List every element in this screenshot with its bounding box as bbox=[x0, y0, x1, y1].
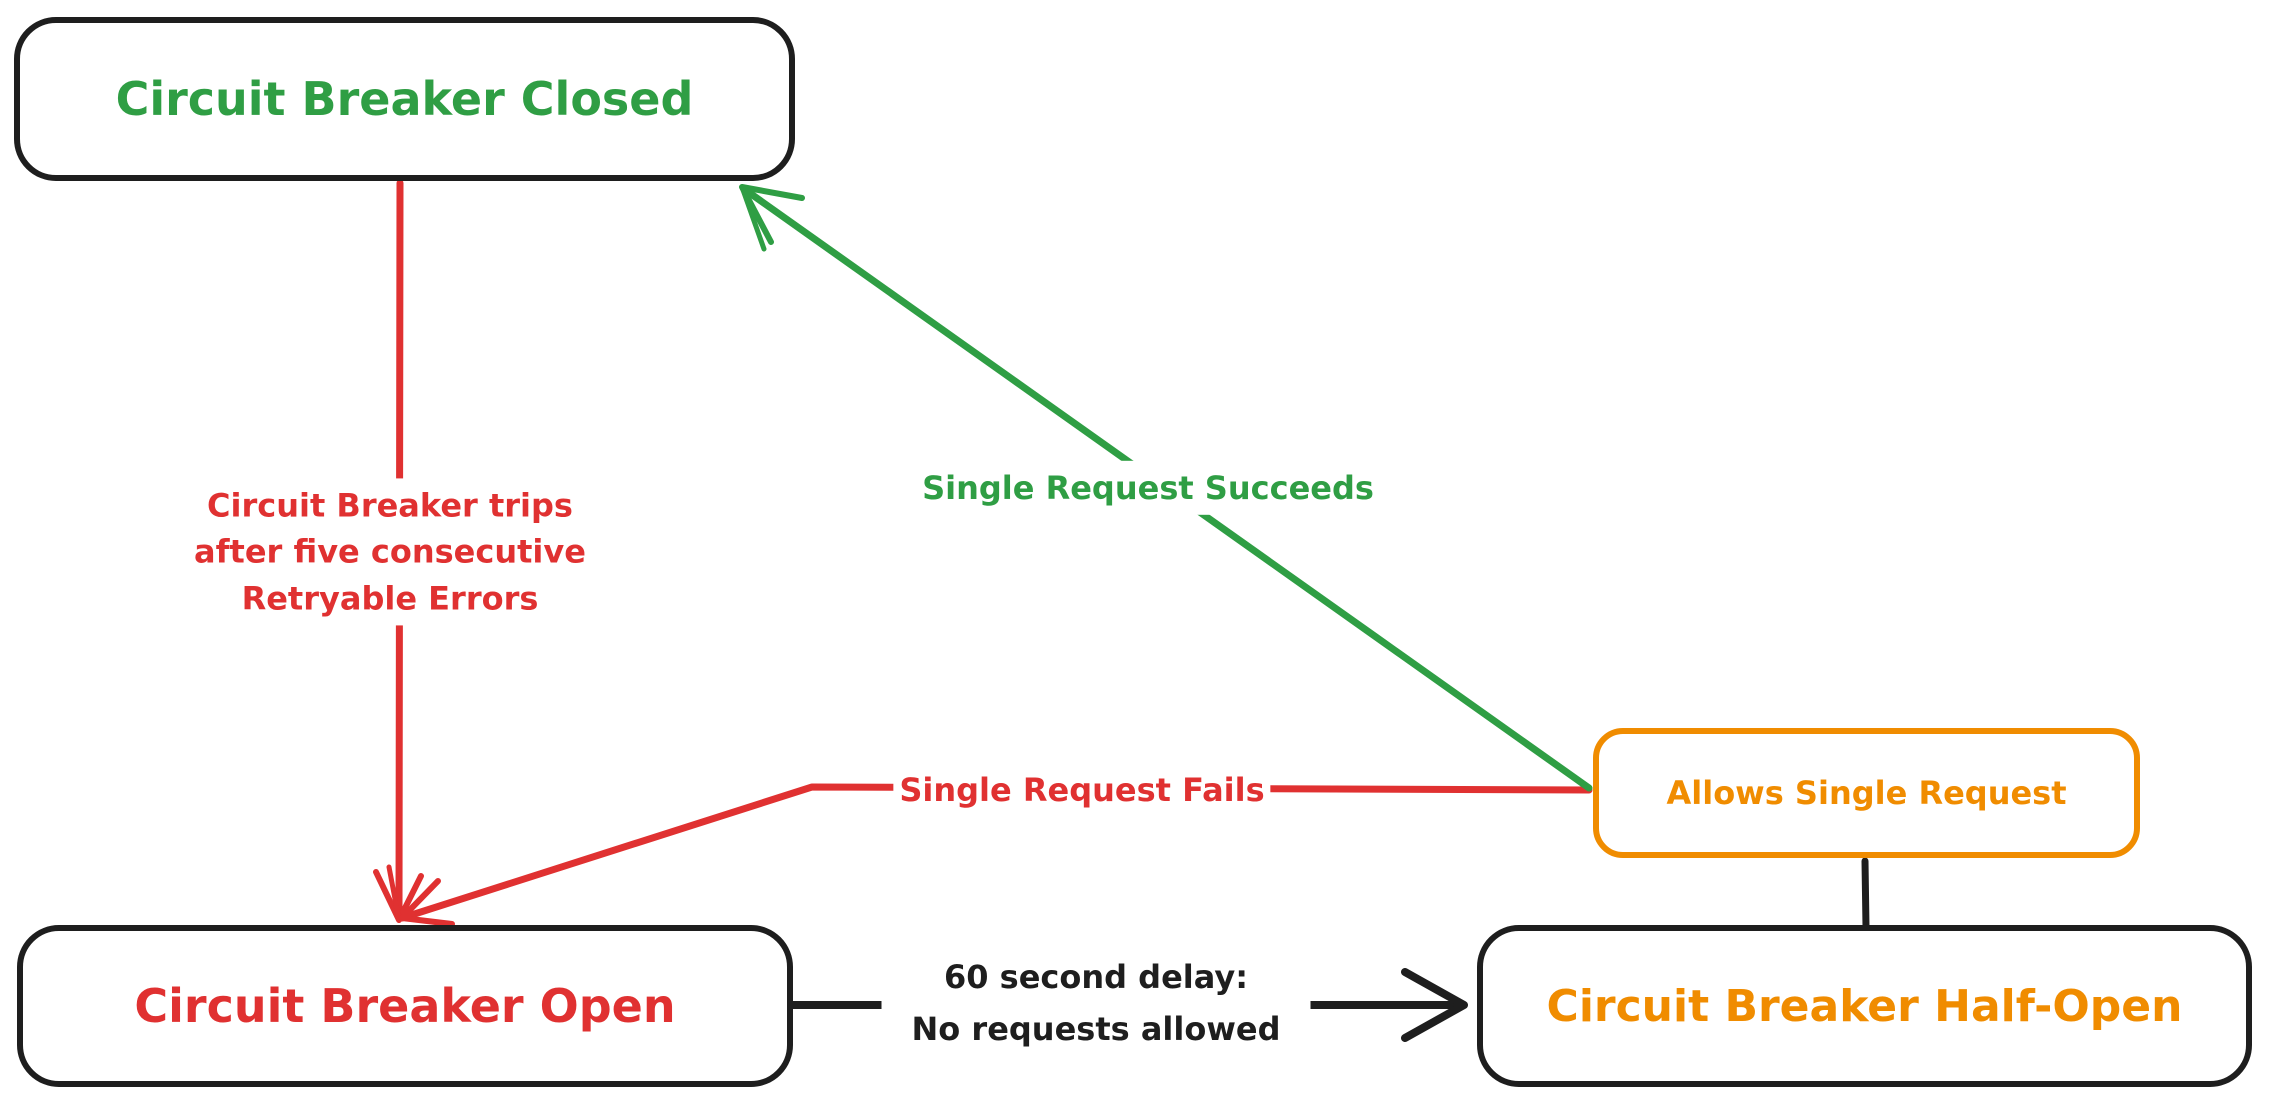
delay-edge-label-line1: 60 second delay: bbox=[943, 958, 1249, 997]
state-closed-label: Circuit Breaker Closed bbox=[115, 72, 694, 126]
succeeds-arrowhead-extra-stroke-icon bbox=[739, 184, 767, 252]
fails-edge-line bbox=[398, 783, 1593, 922]
allows-single-request-label: Allows Single Request bbox=[1666, 774, 2067, 812]
state-circuit-breaker-open: Circuit Breaker Open bbox=[17, 925, 793, 1087]
delay-arrowhead-icon bbox=[1401, 968, 1468, 1042]
connector-edge-line bbox=[1861, 857, 1870, 931]
trips-arrowhead-extra-stroke-icon bbox=[386, 864, 402, 923]
state-circuit-breaker-closed: Circuit Breaker Closed bbox=[14, 17, 795, 181]
trips-edge-label-line1: Circuit Breaker trips bbox=[207, 486, 573, 525]
succeeds-edge-label-text: Single Request Succeeds bbox=[922, 468, 1374, 507]
state-circuit-breaker-half-open: Circuit Breaker Half-Open bbox=[1477, 925, 2252, 1087]
succeeds-edge-label: Single Request Succeeds bbox=[908, 460, 1388, 516]
fails-edge-label: Single Request Fails bbox=[893, 762, 1271, 818]
fails-edge-label-text: Single Request Fails bbox=[899, 770, 1265, 809]
fails-arrowhead-icon bbox=[399, 878, 455, 927]
delay-edge-label-line2: No requests allowed bbox=[911, 1010, 1281, 1048]
state-allows-single-request: Allows Single Request bbox=[1593, 728, 2140, 858]
state-open-label: Circuit Breaker Open bbox=[134, 979, 676, 1033]
trips-edge-label-line2: after five consecutive bbox=[194, 532, 586, 571]
trips-edge-label: Circuit Breaker trips after five consecu… bbox=[180, 478, 600, 626]
delay-edge-label: 60 second delay: No requests allowed bbox=[881, 948, 1311, 1060]
state-half-open-label: Circuit Breaker Half-Open bbox=[1546, 980, 2183, 1032]
trips-edge-label-line3: Retryable Errors bbox=[241, 579, 539, 618]
